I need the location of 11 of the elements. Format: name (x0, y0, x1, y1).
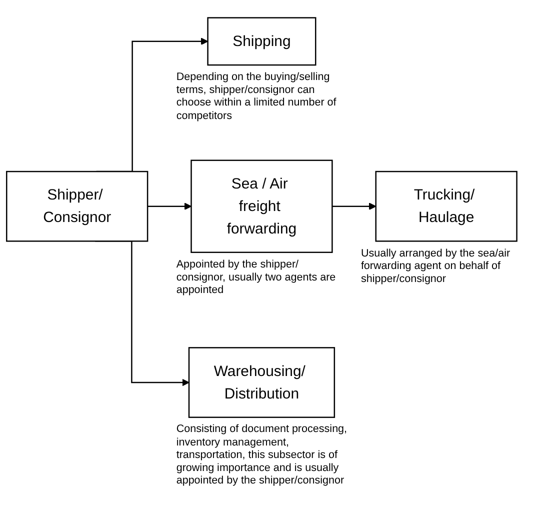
node-box: Sea / Air freight forwarding (190, 160, 333, 253)
node-box: Warehousing/ Distribution (188, 347, 336, 418)
note-text: Depending on the buying/selling terms, shipper/consignor can choose within a limited number of competitors (176, 70, 338, 122)
note-text: Usually arranged by the sea/air forwarding agent on behalf of shipper/consignor (360, 246, 512, 285)
note-text: Consisting of document processing, inventory management, transportation, this subsector is of growing importance and is usually appointed by the shipper/consignor (176, 422, 348, 487)
node-box: Trucking/ Haulage (375, 170, 518, 242)
node-box: Shipper/ Consignor (6, 170, 148, 242)
node-box: Shipping (207, 17, 316, 66)
arrow (332, 202, 376, 210)
note-text: Appointed by the shipper/ consignor, usually two agents are appointed (176, 257, 337, 296)
arrow (148, 202, 192, 210)
